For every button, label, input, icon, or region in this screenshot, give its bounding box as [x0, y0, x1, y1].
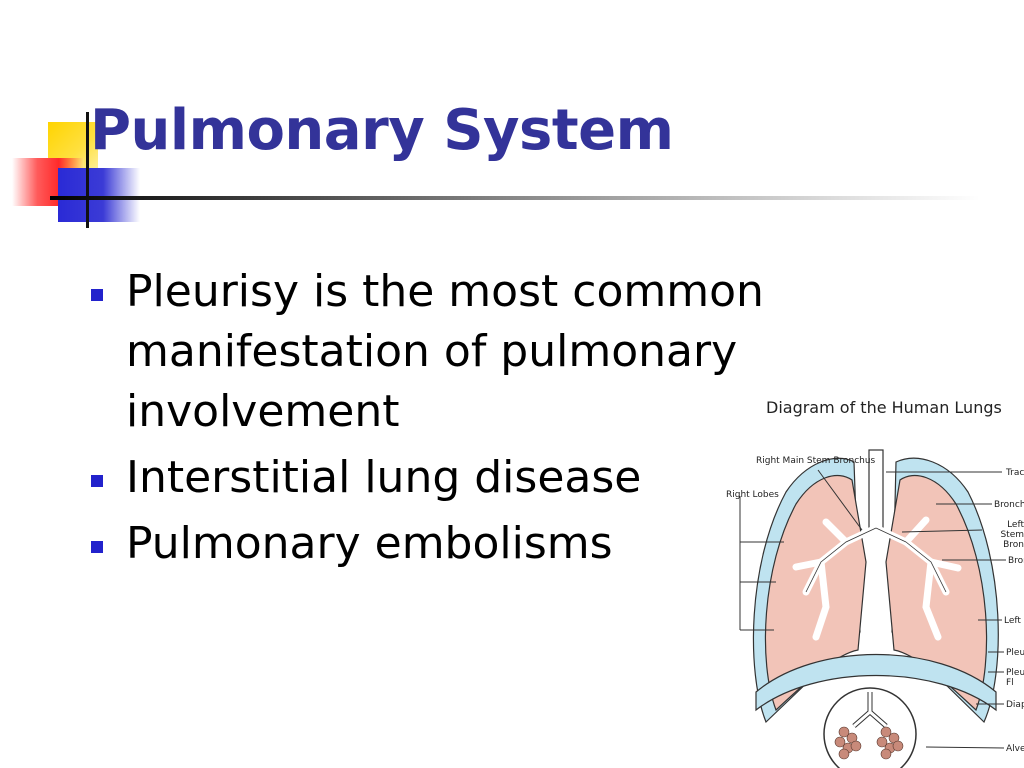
- bullet-square-icon: [91, 541, 103, 553]
- title-underline: [50, 196, 980, 200]
- label-diaphragm: Diap: [1006, 700, 1024, 710]
- bullet-list: Pleurisy is the most common manifestatio…: [86, 262, 806, 580]
- bullet-square-icon: [91, 289, 103, 301]
- label-bronchi: Bronch: [994, 500, 1024, 510]
- bullet-square-icon: [91, 475, 103, 487]
- lung-diagram: Diagram of the Human Lungs Right Main St…: [726, 392, 1024, 768]
- label-alveoli: Alve: [1006, 744, 1024, 754]
- decor-vertical-line: [86, 112, 89, 228]
- label-trachea: Trac: [1006, 468, 1024, 478]
- decor-blue-square: [58, 168, 140, 222]
- label-bron: Bron: [1008, 556, 1024, 566]
- lung-illustration: [739, 449, 1006, 768]
- bullet-item: Interstitial lung disease: [86, 448, 806, 508]
- bullet-item: Pulmonary embolisms: [86, 514, 806, 574]
- bullet-text: Interstitial lung disease: [126, 452, 642, 503]
- slide-title: Pulmonary System: [90, 98, 674, 163]
- label-pleura: Pleu: [1006, 648, 1024, 658]
- label-left-lobes: Left L: [1004, 616, 1024, 626]
- bullet-text: Pulmonary embolisms: [126, 518, 613, 569]
- label-pleural-fluid: Pleu Fl: [1006, 668, 1024, 688]
- diagram-title: Diagram of the Human Lungs: [766, 398, 1002, 417]
- label-right-main-stem: Right Main Stem Bronchus: [756, 456, 876, 466]
- bullet-item: Pleurisy is the most common manifestatio…: [86, 262, 806, 442]
- bullet-text: Pleurisy is the most common manifestatio…: [126, 266, 764, 437]
- label-right-lobes: Right Lobes: [726, 490, 779, 500]
- label-left-stem: Left Stem Bron: [1000, 520, 1024, 550]
